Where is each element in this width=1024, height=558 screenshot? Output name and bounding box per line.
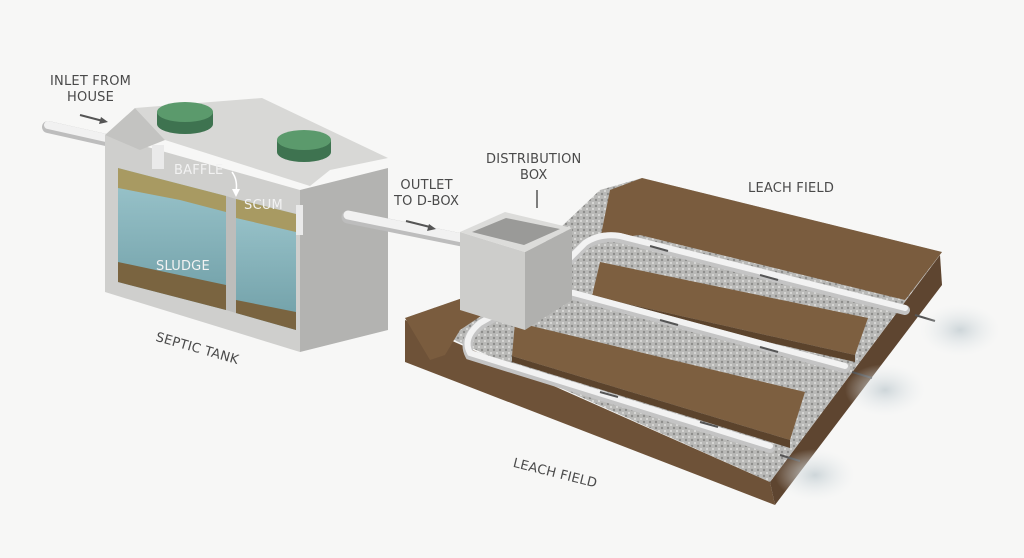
label-sludge: SLUDGE	[156, 259, 210, 274]
inlet-arrow-icon	[79, 114, 108, 124]
label-leach-field-top: LEACH FIELD	[748, 181, 835, 196]
label-distribution-box: DISTRIBUTION BOX	[486, 152, 581, 184]
inlet-pipe	[42, 121, 121, 148]
outlet-arrow-icon	[405, 220, 436, 231]
label-outlet-line1: OUTLET	[400, 178, 453, 193]
effluent-mist	[775, 304, 1000, 501]
label-dbox-line1: DISTRIBUTION	[486, 152, 582, 167]
tank-lid-2	[277, 130, 331, 162]
label-scum: SCUM	[244, 198, 283, 213]
label-outlet: OUTLET TO D-BOX	[394, 178, 459, 210]
baffle-arrow-icon	[231, 171, 240, 197]
distribution-pipes	[462, 232, 910, 453]
label-dbox-line2: BOX	[519, 168, 548, 183]
distribution-box	[460, 212, 572, 330]
label-outlet-line2: TO D-BOX	[394, 194, 460, 209]
tank-lid-1	[157, 102, 213, 134]
label-baffle: BAFFLE	[174, 163, 224, 178]
label-inlet-line1: INLET FROM	[50, 74, 132, 89]
label-inlet-line2: HOUSE	[67, 90, 115, 105]
label-inlet: INLET FROM HOUSE	[50, 74, 131, 106]
outlet-pipe	[341, 210, 469, 247]
septic-tank	[105, 98, 388, 352]
